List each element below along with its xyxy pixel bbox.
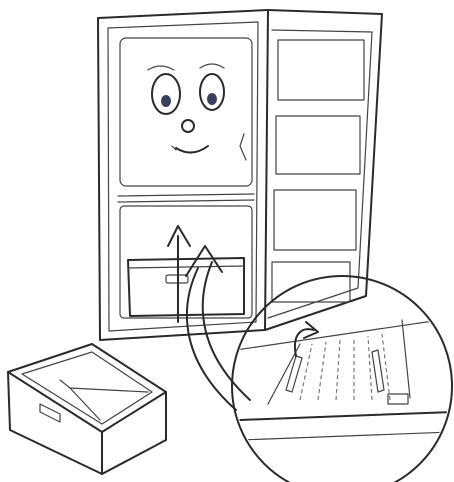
upper-compartment — [120, 38, 252, 186]
curved-arrow-icon — [186, 246, 250, 410]
lower-compartment — [118, 194, 254, 318]
door-shelf — [274, 190, 356, 250]
door-shelf — [276, 116, 360, 174]
loose-drawer-icon — [8, 344, 166, 474]
fridge-door — [265, 10, 382, 330]
fridge-face-icon — [148, 64, 246, 160]
fridge-drawer — [128, 258, 244, 316]
shelf-grid — [300, 334, 390, 400]
door-shelf — [272, 262, 350, 302]
door-shelves — [272, 40, 364, 302]
shelf-magnifier-icon — [232, 276, 452, 482]
fridge-cabinet — [98, 10, 268, 340]
door-shelf — [278, 40, 364, 100]
